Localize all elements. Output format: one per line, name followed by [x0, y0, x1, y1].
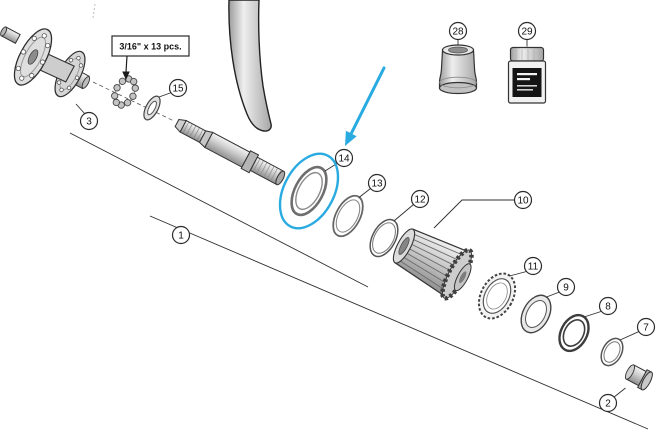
bearing-balls: [111, 75, 139, 109]
callout-number: 14: [338, 153, 350, 164]
lid-ribs: [515, 49, 541, 60]
grease-jar-29: [507, 46, 547, 104]
callout-8[interactable]: 8: [598, 296, 618, 316]
note-arrow-line: [125, 55, 128, 73]
callout-number: 29: [521, 26, 533, 37]
callout-11[interactable]: 11: [523, 256, 543, 276]
callout-12[interactable]: 12: [410, 189, 430, 209]
ball-bearing-retainer: [111, 75, 139, 109]
axis-line-upper: [69, 132, 369, 288]
serrated-ring-11: [477, 272, 517, 320]
jar-label-text-lines: [517, 73, 537, 91]
axle-thread-lines: [182, 122, 204, 141]
hub-axis-dashed-line: [92, 81, 175, 122]
callout-number: 9: [563, 282, 569, 293]
bracket-10: [433, 199, 515, 229]
callout-14[interactable]: 14: [334, 148, 354, 168]
crop-mark: [92, 3, 96, 19]
callout-28[interactable]: 28: [448, 21, 468, 41]
freehub-body: [392, 228, 474, 301]
callout-9[interactable]: 9: [556, 277, 576, 297]
callout-3[interactable]: 3: [79, 111, 99, 131]
callout-number: 8: [605, 301, 611, 312]
callout-number: 13: [371, 178, 383, 189]
leader-line: [75, 103, 86, 115]
hub-shell: [0, 26, 91, 98]
callout-number: 12: [414, 194, 426, 205]
highlight-arrow-line: [349, 66, 386, 136]
adapter-28: [438, 44, 478, 95]
leader-line: [619, 331, 640, 341]
ring-7: [600, 337, 624, 367]
callout-1[interactable]: 1: [171, 225, 191, 245]
washer-9: [520, 294, 552, 334]
highlight-annotation: [278, 66, 386, 230]
ring-12: [369, 218, 399, 258]
washer-15: [143, 95, 161, 121]
callouts: 1 2 3 7 8 9 10 11: [79, 21, 656, 413]
callout-number: 7: [643, 322, 649, 333]
jar-label: [512, 68, 542, 97]
highlight-arrowhead: [345, 130, 357, 146]
note-label: 3/16" x 13 pcs.: [119, 42, 181, 52]
frame-tube: [228, 0, 272, 132]
assembly-axis-lines: [69, 3, 649, 430]
callout-13[interactable]: 13: [367, 173, 387, 193]
note-arrowhead: [122, 71, 130, 80]
leader-line: [583, 311, 602, 318]
note-box-frame: [111, 35, 190, 57]
jar-lid: [509, 46, 545, 62]
callout-number: 2: [605, 398, 611, 409]
leader-line: [509, 271, 527, 277]
axle-thread-lines: [252, 158, 282, 183]
axis-line-lower: [149, 215, 649, 430]
hub-axle-stub: [0, 26, 21, 45]
callout-number: 10: [517, 195, 529, 206]
hub-left-flange: [13, 28, 53, 86]
ring-13: [332, 194, 364, 238]
spline-ridges: [399, 233, 464, 291]
axle: [174, 118, 286, 186]
leader-lines: [75, 39, 640, 398]
callout-15[interactable]: 15: [168, 78, 188, 98]
note-box: 3/16" x 13 pcs.: [111, 35, 190, 80]
callout-number: 15: [172, 83, 184, 94]
highlight-ellipse: [278, 152, 340, 230]
callout-2[interactable]: 2: [598, 393, 618, 413]
leader-line: [613, 387, 626, 398]
leader-line: [158, 92, 172, 98]
callout-number: 3: [86, 116, 92, 127]
callout-number: 1: [178, 230, 184, 241]
leader-line: [546, 291, 560, 298]
leader-line: [358, 188, 371, 198]
end-cap-2: [624, 364, 653, 391]
callout-29[interactable]: 29: [517, 21, 537, 41]
callout-7[interactable]: 7: [636, 317, 656, 337]
callout-10[interactable]: 10: [513, 190, 533, 210]
callout-number: 11: [528, 261, 539, 272]
leader-line: [394, 204, 414, 221]
seal-ring-8: [558, 313, 590, 353]
spoke-holes: [15, 33, 51, 81]
callout-number: 28: [452, 26, 464, 37]
